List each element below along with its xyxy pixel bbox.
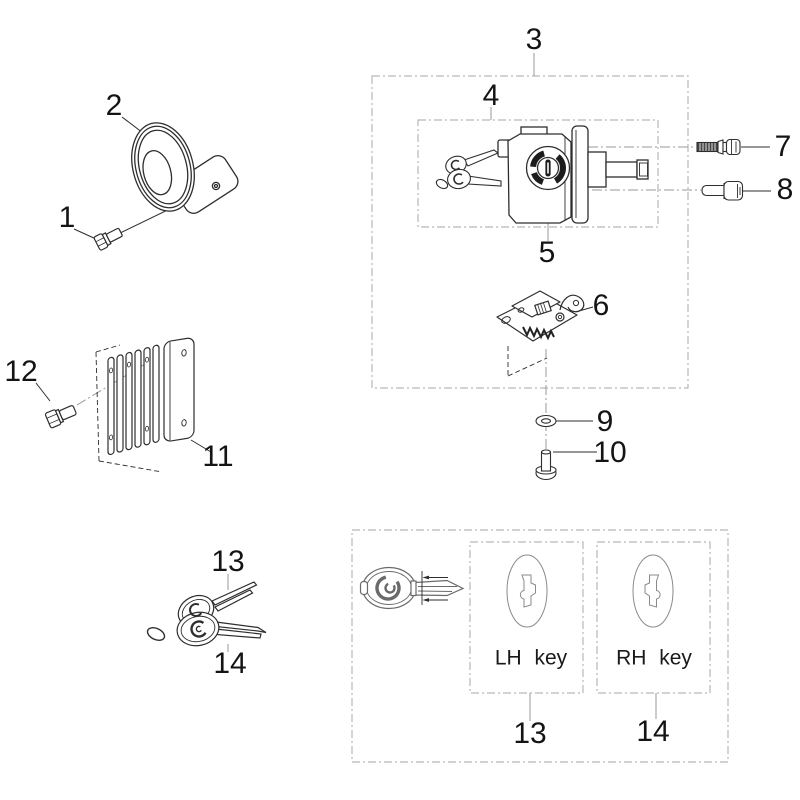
part-5-label: 5 [538, 236, 556, 269]
lh-box-number-label: 13 [513, 717, 547, 750]
rh-key-profile [632, 554, 674, 628]
ignition-keys-drawing [435, 149, 502, 190]
horn-body [131, 122, 195, 212]
part-2-label: 2 [105, 89, 123, 122]
box-3-outline [371, 75, 689, 389]
bolt-10-drawing [535, 449, 557, 481]
projection-lines [95, 344, 548, 473]
bolt-8-drawing [701, 180, 744, 201]
key-set-box-outline [351, 529, 729, 763]
lock-shaft [605, 161, 638, 178]
part-13-label: 13 [211, 545, 245, 578]
lock-mount-plate [571, 125, 589, 224]
box-4-outline [417, 119, 659, 228]
bolt-7-drawing [696, 138, 741, 156]
washer-9-drawing [535, 414, 557, 428]
keyset-drawing [146, 581, 267, 647]
part-11-label: 11 [202, 440, 234, 473]
part-1-label: 1 [58, 201, 76, 234]
group-boxes [351, 75, 729, 763]
part-12-label: 12 [4, 355, 38, 388]
part-8-label: 8 [776, 173, 794, 206]
bolt-12-drawing [44, 405, 77, 429]
ignition-lock-drawing [497, 125, 649, 224]
part-14-label: 14 [213, 647, 247, 680]
lh-key-box-outline [469, 541, 584, 694]
lh-key-caption: LH key [494, 646, 568, 670]
rh-key-caption: RH key [616, 646, 692, 670]
key-blank-drawing [359, 566, 465, 610]
rh-key-box-outline [596, 541, 711, 694]
blade-dimension-lines [421, 571, 448, 605]
part-4-label: 4 [482, 79, 500, 112]
part-9-label: 9 [596, 405, 614, 438]
horn-drawing [131, 122, 239, 214]
part-7-label: 7 [774, 130, 792, 163]
latch-drawing [496, 290, 585, 342]
latch-spring [522, 325, 555, 341]
label-connector-lines [227, 53, 657, 721]
bolt-1-drawing [93, 227, 123, 251]
lh-key-profile [506, 554, 548, 628]
part-10-label: 10 [593, 436, 627, 469]
rh-box-number-label: 14 [636, 715, 670, 748]
part-6-label: 6 [592, 289, 610, 322]
part-3-label: 3 [525, 23, 543, 56]
regulator-drawing [107, 337, 195, 456]
lock-step [587, 151, 607, 188]
